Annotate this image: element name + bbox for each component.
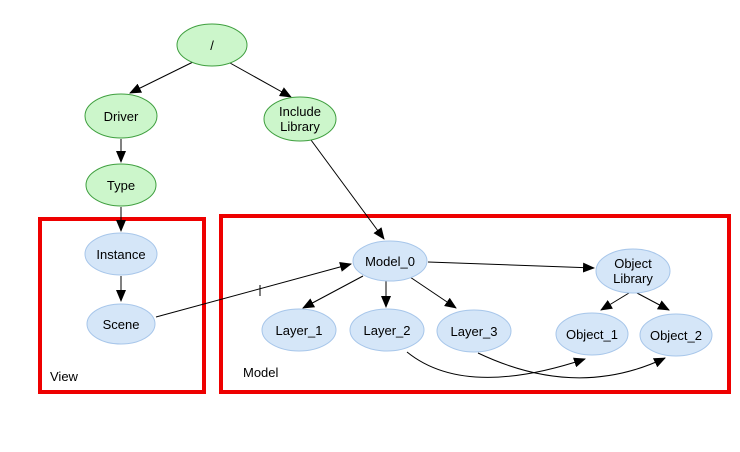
- group-box-model: [219, 214, 731, 394]
- node-object-2: Object_2: [639, 313, 713, 357]
- node-model-0: Model_0: [352, 240, 428, 282]
- node-label-line-object-2-0: Object_2: [650, 328, 702, 343]
- node-layer-3: Layer_3: [436, 309, 512, 353]
- group-box-label-model: Model: [243, 365, 279, 380]
- node-driver: Driver: [84, 93, 158, 139]
- node-ellipse-model-0: [352, 240, 428, 282]
- node-ellipse-instance: [84, 232, 158, 276]
- node-ellipse-type: [85, 163, 157, 207]
- node-label-root: /: [210, 38, 214, 53]
- edge-root-to-include-library: [229, 62, 292, 98]
- node-type: Type: [85, 163, 157, 207]
- node-ellipse-layer-2: [349, 308, 425, 352]
- node-ellipse-object-1: [555, 312, 629, 356]
- edge-layer-3-to-object-2: [477, 352, 666, 379]
- edge-model-0-to-layer-1: [302, 275, 364, 309]
- node-label-line-include-library-1: Library: [280, 119, 320, 134]
- node-label-layer-1: Layer_1: [276, 323, 323, 338]
- node-ellipse-layer-3: [436, 309, 512, 353]
- node-label-line-object-library-0: Object: [614, 256, 652, 271]
- node-label-instance: Instance: [96, 247, 145, 262]
- node-label-layer-2: Layer_2: [364, 323, 411, 338]
- node-ellipse-driver: [84, 93, 158, 139]
- node-object-1: Object_1: [555, 312, 629, 356]
- node-label-object-1: Object_1: [566, 327, 618, 342]
- node-scene: Scene: [86, 303, 156, 345]
- node-label-object-2: Object_2: [650, 328, 702, 343]
- edge-model-0-to-object-library: [427, 261, 595, 273]
- edge-layer-2-to-object-1: [406, 351, 586, 378]
- node-label-line-root-0: /: [210, 38, 214, 53]
- edge-model-0-to-layer-3: [409, 276, 457, 309]
- node-label-line-layer-1-0: Layer_1: [276, 323, 323, 338]
- edge-object-library-to-object-2: [636, 292, 670, 311]
- node-label-model-0: Model_0: [365, 254, 415, 269]
- group-box-label-view: View: [50, 369, 79, 384]
- node-label-line-type-0: Type: [107, 178, 135, 193]
- node-ellipse-root: [176, 23, 248, 67]
- node-label-line-model-0-0: Model_0: [365, 254, 415, 269]
- node-layer-2: Layer_2: [349, 308, 425, 352]
- node-label-scene: Scene: [103, 317, 140, 332]
- node-label-line-driver-0: Driver: [104, 109, 139, 124]
- node-label-layer-3: Layer_3: [451, 324, 498, 339]
- node-label-line-layer-3-0: Layer_3: [451, 324, 498, 339]
- node-label-line-scene-0: Scene: [103, 317, 140, 332]
- node-ellipse-scene: [86, 303, 156, 345]
- edge-scene-to-model-0: [155, 262, 352, 318]
- node-label-type: Type: [107, 178, 135, 193]
- edge-root-to-driver: [129, 61, 194, 94]
- group-box-view: [38, 217, 206, 394]
- node-label-line-object-library-1: Library: [613, 271, 653, 286]
- edge-object-library-to-object-1: [600, 292, 630, 311]
- edge-include-library-to-model-0: [310, 139, 385, 240]
- node-root: /: [176, 23, 248, 67]
- node-ellipse-layer-1: [261, 308, 337, 352]
- node-label-driver: Driver: [104, 109, 139, 124]
- node-label-line-include-library-0: Include: [279, 104, 321, 119]
- node-label-line-instance-0: Instance: [96, 247, 145, 262]
- node-ellipse-include-library: [263, 96, 337, 142]
- node-label-line-layer-2-0: Layer_2: [364, 323, 411, 338]
- node-layer-1: Layer_1: [261, 308, 337, 352]
- node-label-line-object-1-0: Object_1: [566, 327, 618, 342]
- node-instance: Instance: [84, 232, 158, 276]
- node-ellipse-object-2: [639, 313, 713, 357]
- node-ellipse-object-library: [595, 248, 671, 294]
